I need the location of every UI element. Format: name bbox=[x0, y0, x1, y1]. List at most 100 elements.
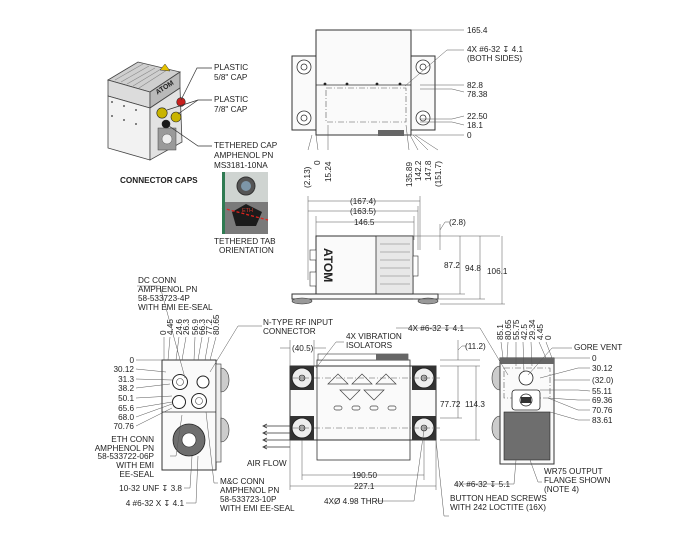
top-vdim-135-89: 135.89 bbox=[405, 162, 414, 187]
gore-vent bbox=[518, 370, 534, 386]
iso-view: ATOM PLASTIC 5/8" CAP PLASTIC 7/8" CAP T… bbox=[107, 61, 278, 185]
left-dim-70-76: 70.76 bbox=[114, 422, 135, 431]
callout-tethered-line3: MS3181-10NA bbox=[214, 161, 268, 170]
iso-view-title: CONNECTOR CAPS bbox=[120, 176, 198, 185]
bottom-mount-plate bbox=[289, 365, 437, 441]
eth-conn-line3: 58-533722-06P bbox=[98, 452, 155, 461]
right-top-dim-29-34: 29.34 bbox=[528, 319, 537, 340]
side-view: ATOM bbox=[291, 196, 505, 305]
callout-plastic-58-line1: PLASTIC bbox=[214, 63, 248, 72]
bottom-isolators bbox=[290, 366, 436, 440]
mc-conn-line4: WITH EMI EE-SEAL bbox=[220, 504, 295, 513]
eth-conn-line1: ETH CONN bbox=[111, 435, 154, 444]
top-dim-82-8: 82.8 bbox=[467, 81, 483, 90]
right-dim-83-61: 83.61 bbox=[592, 416, 613, 425]
top-dim-165-4: 165.4 bbox=[467, 26, 488, 35]
top-main-body bbox=[315, 29, 412, 136]
dc-conn-line3: 58-533723-4P bbox=[138, 294, 190, 303]
right-top-dims: 85.1 80.65 55.75 42.5 29.34 4.45 0 bbox=[496, 319, 553, 340]
left-end-view bbox=[135, 285, 262, 504]
black-tethered-cap bbox=[161, 119, 171, 129]
thread-note: 10-32 UNF ↧ 3.8 bbox=[119, 484, 182, 493]
top-dim-78-38: 78.38 bbox=[467, 90, 488, 99]
top-view bbox=[291, 29, 465, 136]
top-bottom-dims: (2.13) 0 15.24 135.89 142.2 147.8 (151.7… bbox=[303, 124, 443, 188]
right-end-view bbox=[396, 327, 591, 517]
top-vdim-147-8: 147.8 bbox=[424, 160, 433, 181]
bottom-dim-114-3: 114.3 bbox=[465, 400, 485, 409]
right-dim-32-0: (32.0) bbox=[592, 376, 614, 385]
left-top-dim-26-3: 26.3 bbox=[182, 319, 191, 335]
mc-conn-line3: 58-533723-10P bbox=[220, 495, 277, 504]
photo-caption-line1: TETHERED TAB bbox=[214, 237, 276, 246]
bottom-dim-190-50: 190.50 bbox=[352, 471, 377, 480]
left-dim-38-2: 38.2 bbox=[118, 384, 134, 393]
callout-plastic-58-line2: 5/8" CAP bbox=[214, 73, 248, 82]
left-top-dim-80-65: 80.65 bbox=[212, 314, 221, 335]
left-dim-30-12: 30.12 bbox=[114, 365, 135, 374]
top-vdim-151-7: (151.7) bbox=[434, 161, 443, 187]
side-fin-block bbox=[375, 235, 414, 295]
right-dim-69-36: 69.36 bbox=[592, 396, 613, 405]
iso-warning-label bbox=[159, 63, 171, 72]
dc-connector bbox=[172, 374, 188, 390]
output-flange-line1: WR75 OUTPUT bbox=[544, 467, 603, 476]
top-vdim-0: 0 bbox=[313, 160, 322, 165]
top-isolators bbox=[296, 59, 431, 126]
yellow-cap-7-8-right bbox=[170, 111, 182, 123]
left-top-dim-0: 0 bbox=[159, 330, 168, 335]
dc-conn-line1: DC CONN bbox=[138, 276, 176, 285]
air-flow-label: AIR FLOW bbox=[247, 459, 287, 468]
right-hole-note-top: 4X #6-32 ↧ 4.1 bbox=[408, 324, 464, 333]
callout-tethered-line1: TETHERED CAP bbox=[214, 141, 278, 150]
right-top-dim-4-45: 4.45 bbox=[536, 324, 545, 340]
isolators-line2: ISOLATORS bbox=[346, 341, 393, 350]
left-dim-65-6: 65.6 bbox=[118, 404, 134, 413]
isolators-line1: 4X VIBRATION bbox=[346, 332, 402, 341]
bottom-dim-227-1: 227.1 bbox=[354, 482, 375, 491]
rf-conn-line1: N-TYPE RF INPUT bbox=[263, 318, 333, 327]
side-dim-94-8: 94.8 bbox=[465, 264, 481, 273]
dc-conn-line4: WITH EMI EE-SEAL bbox=[138, 303, 213, 312]
mc-conn-line2: AMPHENOL PN bbox=[220, 486, 279, 495]
bottom-dim-40-5: (40.5) bbox=[292, 344, 314, 353]
right-top-dim-80-65: 80.65 bbox=[504, 319, 513, 340]
left-top-dim-66-3: 66.3 bbox=[198, 319, 207, 335]
iso-vent-grid bbox=[157, 127, 177, 151]
left-dim-68-0: 68.0 bbox=[118, 413, 134, 422]
top-dim-0: 0 bbox=[467, 131, 472, 140]
callout-plastic-78-line1: PLASTIC bbox=[214, 95, 248, 104]
air-flow-arrows bbox=[262, 423, 290, 450]
mc-conn-line1: M&C CONN bbox=[220, 477, 265, 486]
side-brand: ATOM bbox=[321, 248, 335, 282]
top-dim-22-50: 22.50 bbox=[467, 112, 488, 121]
eth-conn-line4: WITH EMI bbox=[116, 461, 154, 470]
eth-conn-line5: EE-SEAL bbox=[119, 470, 154, 479]
photo-caption-line2: ORIENTATION bbox=[219, 246, 274, 255]
thru-hole-note: 4XØ 4.98 THRU bbox=[324, 497, 384, 506]
screws-line2: WITH 242 LOCTITE (16X) bbox=[450, 503, 546, 512]
left-top-dim-4-45: 4.45 bbox=[166, 319, 175, 335]
top-fin-strip bbox=[378, 130, 404, 136]
callout-plastic-78-line2: 7/8" CAP bbox=[214, 105, 248, 114]
side-base-plate bbox=[291, 293, 439, 300]
photo-eth-label: ETH bbox=[242, 208, 253, 214]
left-dim-31-3: 31.3 bbox=[118, 375, 134, 384]
right-dim-55-11: 55.11 bbox=[592, 387, 612, 396]
left-top-dim-56-9: 56.9 bbox=[191, 319, 200, 335]
top-hole-note-line2: (BOTH SIDES) bbox=[467, 54, 522, 63]
rf-connector bbox=[196, 375, 210, 389]
orientation-dash-line bbox=[221, 207, 269, 221]
iso-fins bbox=[114, 63, 168, 89]
right-dim-0: 0 bbox=[592, 354, 597, 363]
gore-vent-label: GORE VENT bbox=[574, 343, 622, 352]
eth-conn-line2: AMPHENOL PN bbox=[95, 444, 154, 453]
mc-connector bbox=[191, 393, 207, 409]
side-dim-167-4: (167.4) bbox=[350, 197, 376, 206]
top-dim-18-1: 18.1 bbox=[467, 121, 483, 130]
side-dim-87-2: 87.2 bbox=[444, 261, 460, 270]
top-hole-note-line1: 4X #6-32 ↧ 4.1 bbox=[467, 45, 523, 54]
callout-tethered-line2: AMPHENOL PN bbox=[214, 151, 273, 160]
side-isolator-left bbox=[291, 297, 313, 305]
